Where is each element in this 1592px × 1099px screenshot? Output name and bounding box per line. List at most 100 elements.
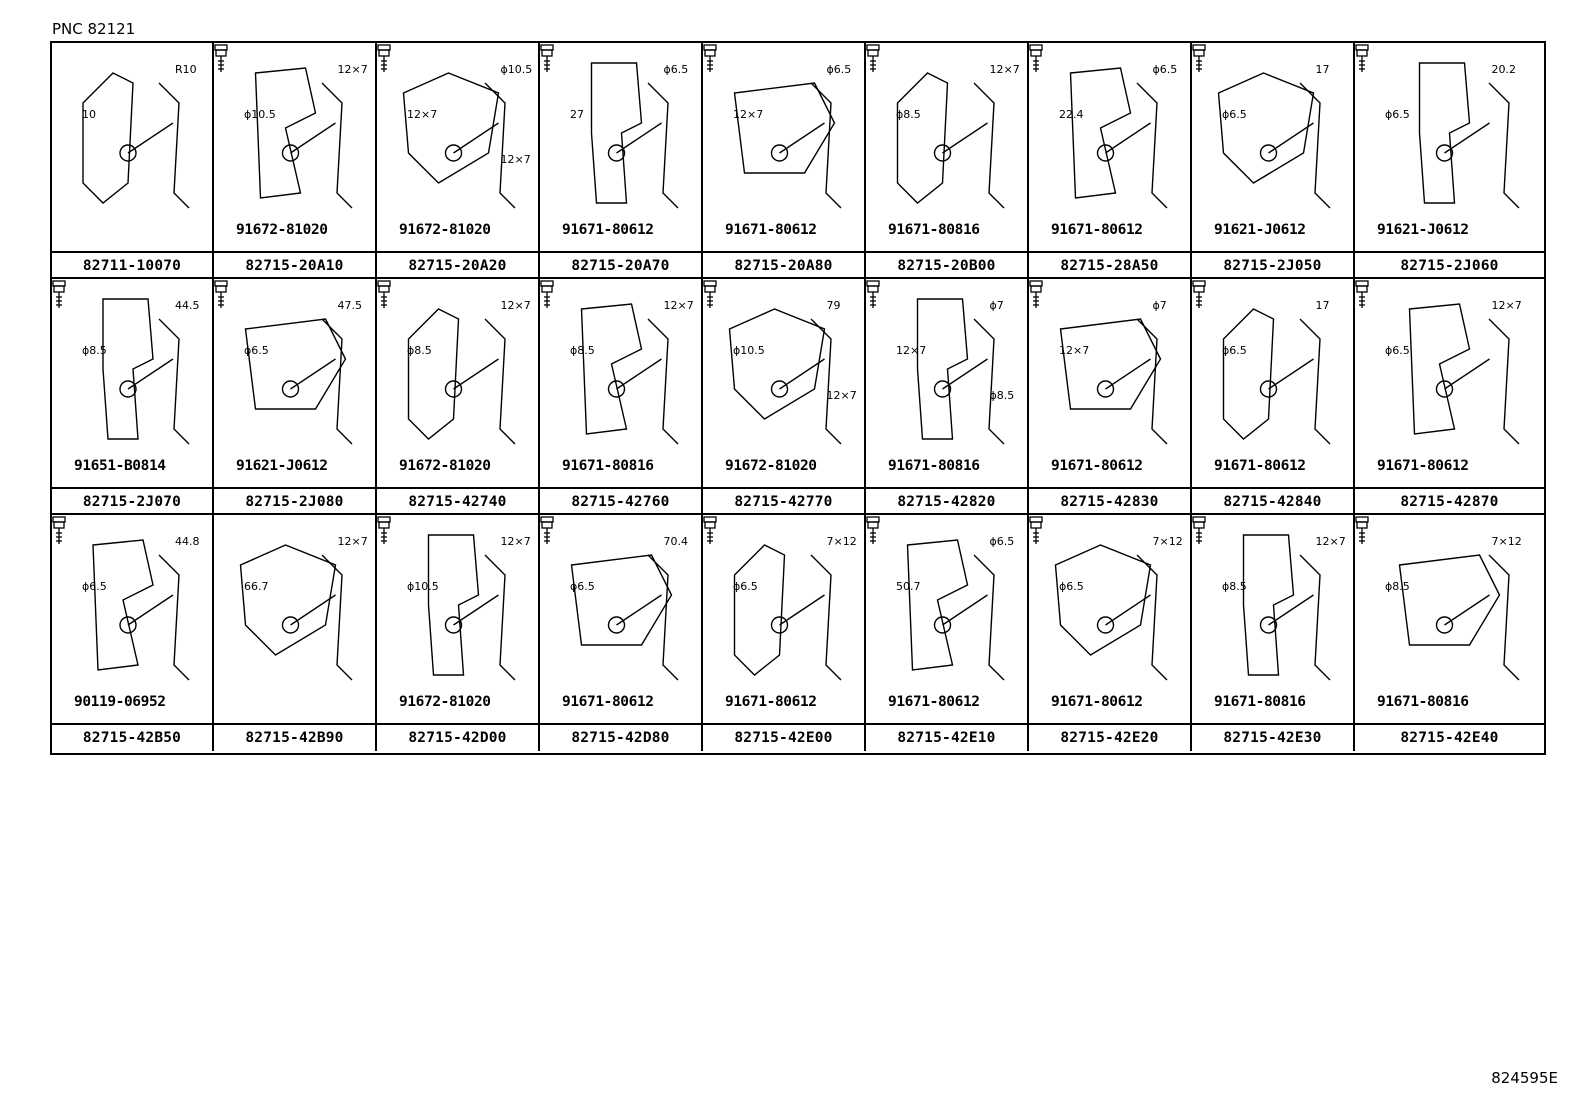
bracket-part-number[interactable]: 82715-2J060	[1400, 258, 1499, 274]
bracket-part-number[interactable]: 82715-20A80	[734, 258, 833, 274]
leader-line	[942, 122, 988, 154]
leader-line	[1105, 358, 1151, 390]
bolt-icon	[866, 280, 880, 308]
dimension-label: 12×7	[407, 108, 437, 121]
bracket-part-number[interactable]: 82715-42740	[408, 494, 507, 510]
bracket-part-number[interactable]: 82715-42870	[1400, 494, 1499, 510]
bracket-part-number[interactable]: 82715-42E40	[1400, 730, 1499, 746]
dimension-label: ϕ6.5	[1153, 63, 1178, 76]
bracket-profile	[973, 318, 1005, 445]
dimension-label: ϕ6.5	[1222, 344, 1247, 357]
bracket-outline	[427, 534, 480, 676]
bracket-part-number[interactable]: 82715-2J070	[82, 494, 182, 510]
bracket-part-number[interactable]: 82715-42830	[1060, 494, 1159, 510]
leader-line	[616, 594, 662, 626]
mounting-hole	[444, 144, 463, 162]
dimension-label: ϕ10.5	[501, 63, 533, 76]
bracket-outline	[1059, 318, 1162, 410]
bracket-drawing-icon: 12×7ϕ8.5	[1222, 534, 1346, 681]
leader-line	[942, 594, 988, 626]
bracket-part-number[interactable]: 82715-20A70	[571, 258, 670, 274]
bolt-icon	[377, 516, 391, 544]
dimension-label: 12×7	[1492, 299, 1522, 312]
dimension-label: ϕ6.5	[733, 580, 758, 593]
bracket-outline	[1069, 67, 1132, 199]
part-cell[interactable]: R10 10 82711-10070	[52, 43, 214, 279]
bracket-part-number[interactable]: 82711-10070	[82, 258, 182, 274]
bracket-drawing-icon: ϕ6.512×7	[733, 63, 851, 209]
mounting-hole	[1435, 144, 1454, 162]
bracket-part-number[interactable]: 82715-42E10	[897, 730, 996, 746]
bracket-part-number[interactable]: 82715-42E20	[1060, 730, 1159, 746]
bracket-outline	[92, 539, 154, 671]
bolt-part-number: 91621-J0612	[236, 458, 328, 474]
dimension-label: ϕ6.5	[244, 344, 269, 357]
dimension-label: 12×7	[338, 535, 368, 548]
bracket-part-number[interactable]: 82715-20B00	[897, 258, 996, 274]
bracket-part-number[interactable]: 82715-42840	[1223, 494, 1322, 510]
bolt-part-number: 90119-06952	[74, 694, 166, 710]
bracket-part-number[interactable]: 82715-42E00	[734, 730, 833, 746]
dimension-label: R10	[175, 63, 197, 76]
bracket-part-number[interactable]: 82715-28A50	[1060, 258, 1159, 274]
bracket-drawing-icon: 44.8ϕ6.5	[82, 535, 200, 681]
bracket-outline	[916, 298, 969, 440]
dimension-label: ϕ8.5	[990, 389, 1015, 402]
dimension-label: 7×12	[827, 535, 857, 548]
dimension-label: ϕ6.5	[82, 580, 107, 593]
bracket-part-number[interactable]: 82715-42760	[571, 494, 670, 510]
bracket-part-number[interactable]: 82715-42D00	[408, 730, 507, 746]
row-divider	[52, 277, 1544, 279]
bracket-part-number[interactable]: 82715-42770	[734, 494, 833, 510]
bracket-part-number[interactable]: 82715-42E30	[1223, 730, 1322, 746]
bolt-part-number: 91672-81020	[399, 458, 491, 474]
dimension-label: 10	[82, 108, 96, 121]
dimension-label: ϕ10.5	[407, 580, 439, 593]
bracket-part-number[interactable]: 82715-20A20	[408, 258, 507, 274]
leader-line	[1444, 358, 1490, 390]
leader-line	[616, 358, 662, 390]
bracket-part-number[interactable]: 82715-42B90	[245, 730, 344, 746]
bracket-part-number[interactable]: 82715-20A10	[245, 258, 344, 274]
part-cell[interactable]: 12×7 66.7 82715-42B90	[214, 515, 377, 751]
bracket-part-number[interactable]: 82715-42D80	[571, 730, 670, 746]
bracket-part-number[interactable]: 82715-42B50	[82, 730, 182, 746]
mounting-hole	[1435, 380, 1454, 398]
bolt-icon	[1355, 516, 1369, 544]
dimension-label: 66.7	[244, 580, 269, 593]
bracket-part-number[interactable]: 82715-2J050	[1223, 258, 1322, 274]
bracket-part-number[interactable]: 82715-42820	[897, 494, 996, 510]
bracket-profile	[484, 554, 516, 681]
dimension-label: ϕ8.5	[896, 108, 921, 121]
bracket-part-number[interactable]: 82715-2J080	[245, 494, 344, 510]
